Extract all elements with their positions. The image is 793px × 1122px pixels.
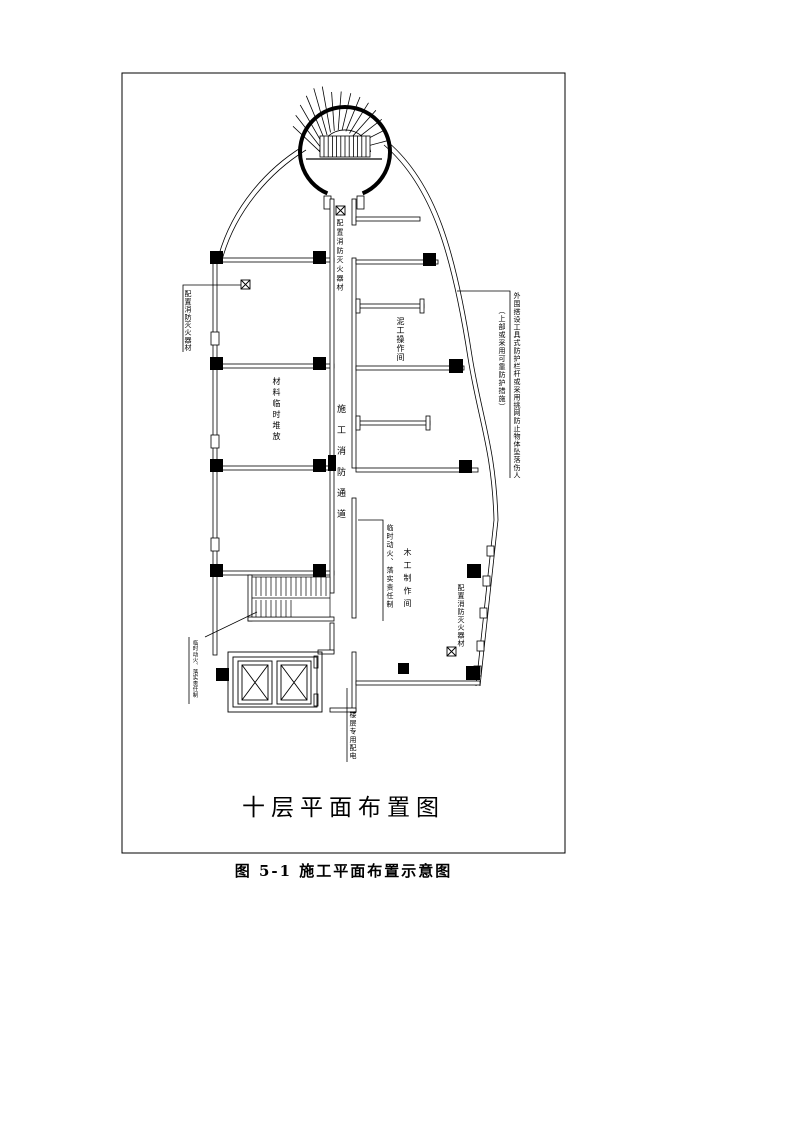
elevator-shaft — [227, 651, 323, 713]
fire-extinguisher-symbol — [335, 205, 346, 216]
fire-extinguisher-symbol — [446, 646, 457, 657]
fire-extinguisher-symbol — [240, 279, 251, 290]
turret-spiral-stair — [292, 86, 392, 210]
leader-lines — [182, 284, 511, 762]
label-floor-power: 楼层专用配电 — [349, 711, 357, 761]
label-facade-note-main: 外围搭设工具式防护栏杆或采用挑网防止物体坠落伤人 — [513, 292, 521, 480]
east-facade-curve — [383, 141, 499, 687]
label-fire-equipment-top: 配置消防灭火器材 — [336, 219, 344, 293]
staircase — [251, 576, 331, 618]
label-carpentry-room: 木工制作间 — [403, 548, 412, 612]
label-mason-room: 泥工操作间 — [396, 317, 405, 362]
walls — [210, 198, 481, 713]
fire-extinguisher-symbols — [240, 205, 457, 657]
west-facade-curve — [217, 146, 307, 261]
label-fire-watch-stair: 临时动火、落实责任制 — [191, 640, 198, 698]
label-facade-note-sub: （上部或采用可靠防护措施） — [498, 307, 506, 411]
plan-title: 十层平面布置图 — [242, 795, 445, 821]
label-fire-corridor: 施工消防通道 — [335, 404, 345, 530]
elevator-car-left — [237, 660, 273, 705]
power-box — [398, 663, 409, 674]
label-fire-equipment-right: 配置消防灭火器材 — [457, 584, 465, 648]
label-fire-equipment-left: 配置消防灭火器材 — [184, 290, 192, 352]
structural-columns — [210, 251, 481, 681]
drawing-frame — [121, 72, 566, 854]
label-fire-watch-mid: 临时动火、落实责任制 — [386, 524, 394, 609]
elevator-car-right — [276, 660, 312, 705]
figure-caption: 图 5-1 施工平面布置示意图 — [234, 862, 453, 880]
label-material-storage: 材料临时堆放 — [272, 377, 281, 443]
